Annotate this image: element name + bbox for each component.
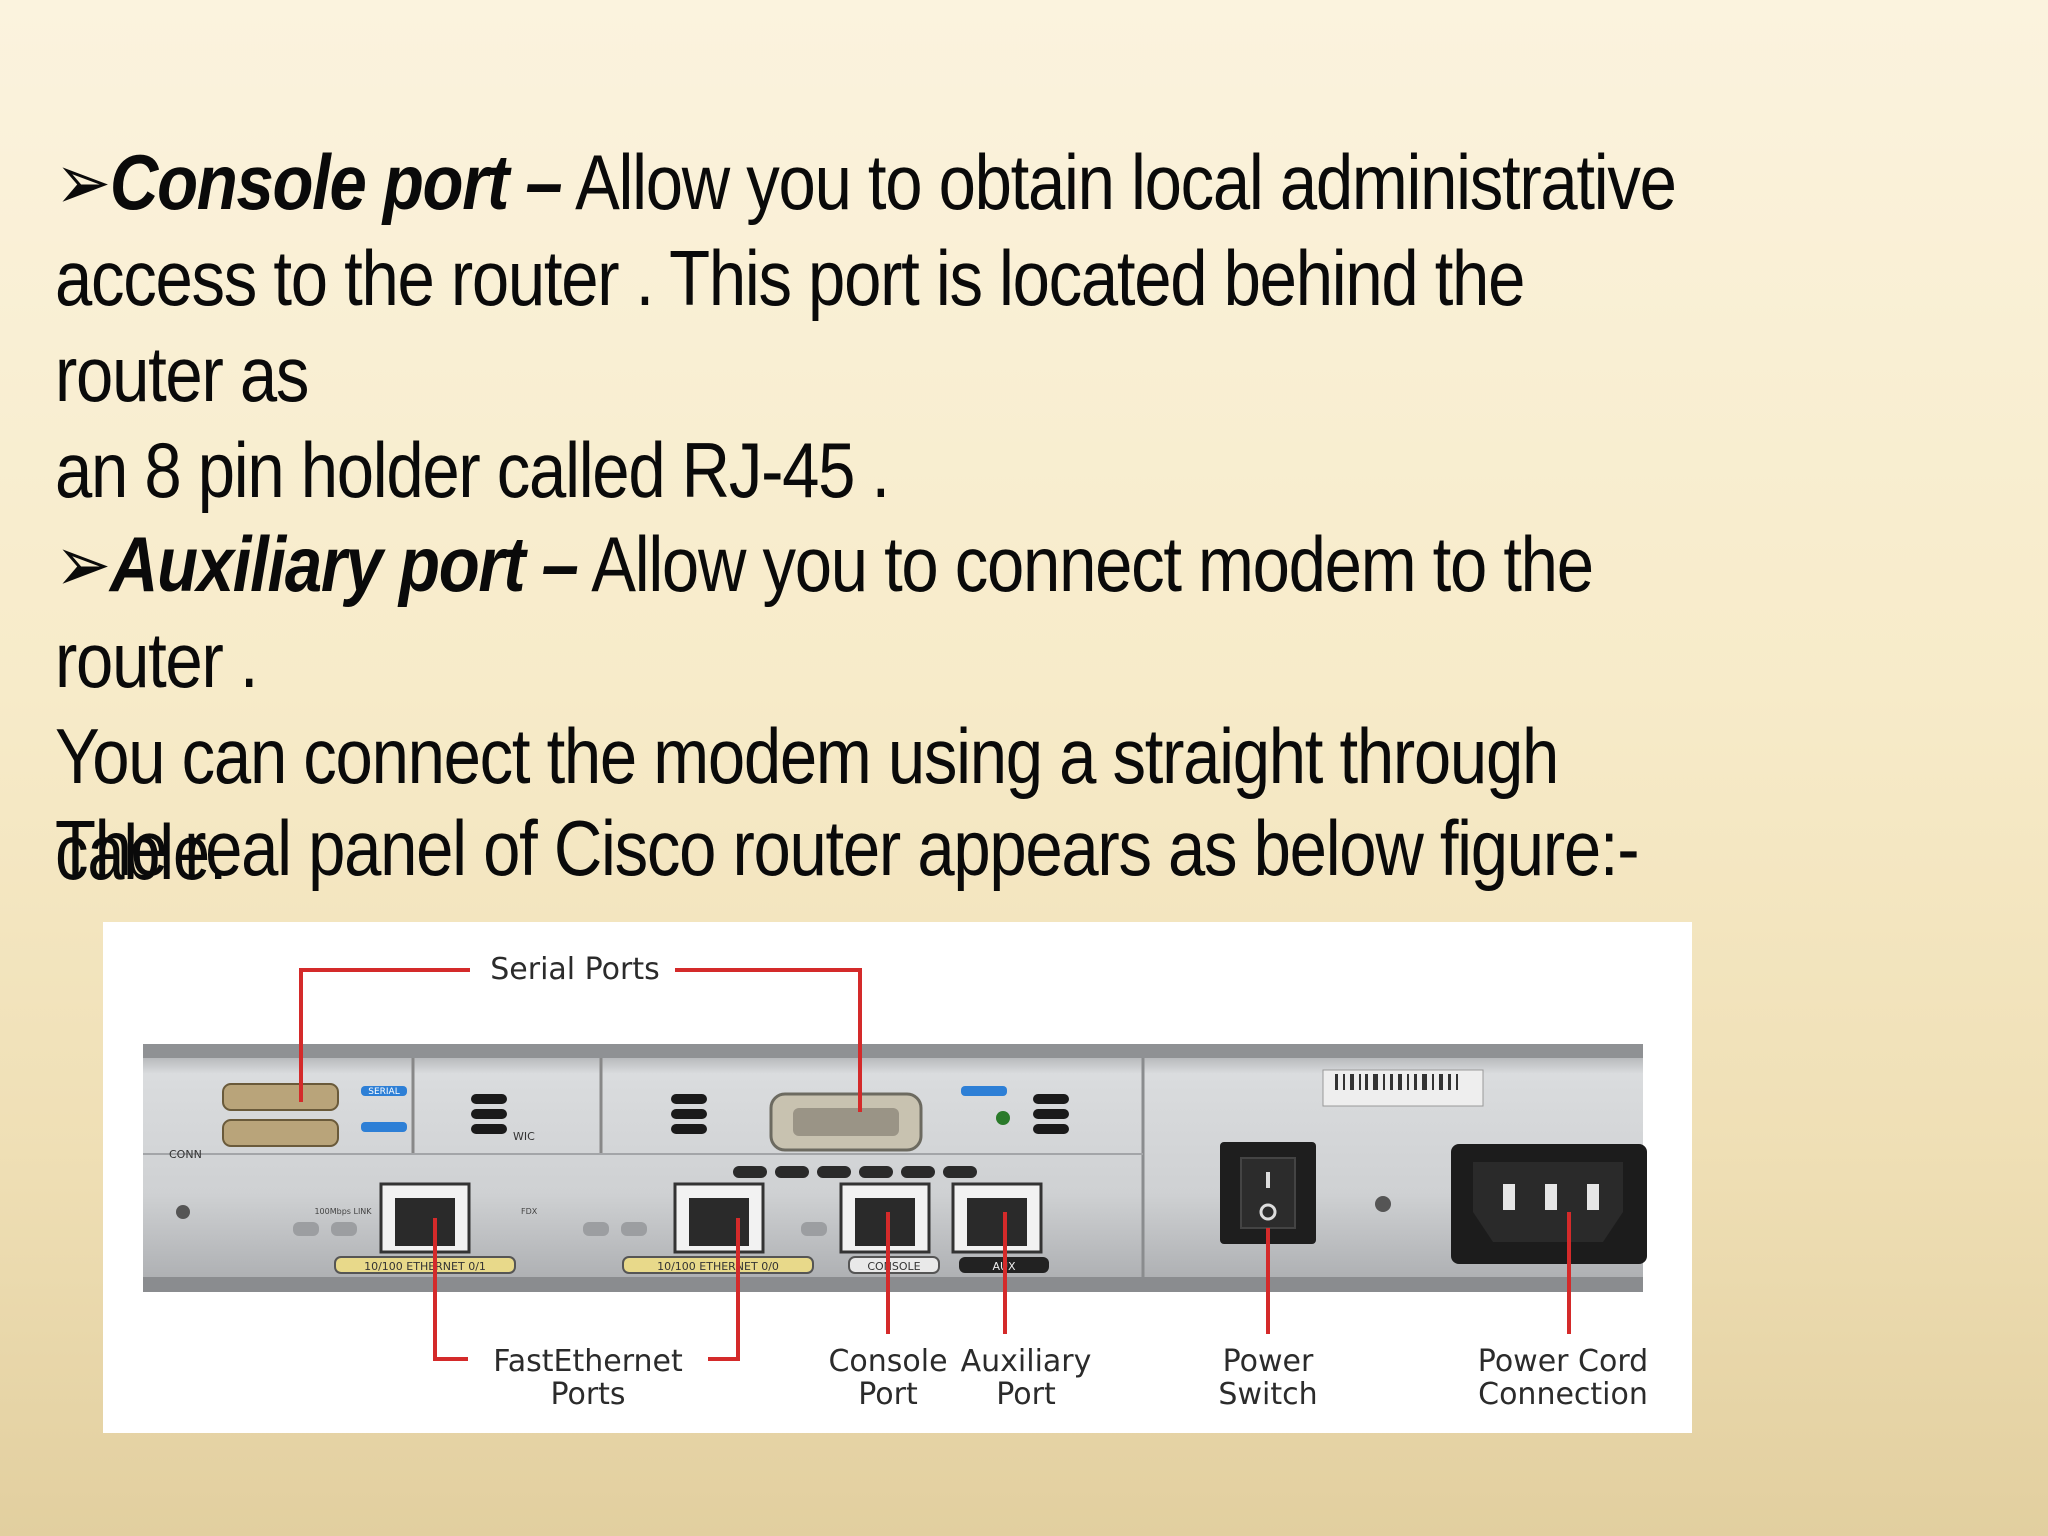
fastethernet-ports-label: FastEthernet Ports: [493, 1344, 683, 1412]
router-rear-panel-figure: 10/100 ETHERNET 0/1 10/100 ETHERNET 0/0 …: [103, 922, 1692, 1433]
serial-panel-text: SERIAL: [368, 1087, 399, 1097]
console-port-line-2: access to the router . This port is loca…: [55, 234, 1525, 418]
power-cord-connection-label: Power Cord Connection: [1477, 1344, 1649, 1412]
console-port-paragraph: ➢Console port – Allow you to obtain loca…: [55, 134, 1689, 518]
router-panel-illustration: 10/100 ETHERNET 0/1 10/100 ETHERNET 0/0 …: [143, 968, 1647, 1361]
conn-panel-text: CONN: [169, 1148, 202, 1161]
console-panel-text: CONSOLE: [867, 1260, 920, 1273]
console-port-term: Console port –: [109, 138, 563, 226]
console-port-line-3: an 8 pin holder called RJ-45 .: [55, 426, 890, 514]
console-port-label: Console Port: [828, 1344, 948, 1412]
auxiliary-port-line-1: ➢Auxiliary port – Allow you to connect m…: [55, 516, 1689, 708]
auxiliary-port-text-1: Allow you to connect modem to the router…: [55, 520, 1594, 704]
power-switch-label: Power Switch: [1218, 1344, 1318, 1412]
eth0-panel-text: 10/100 ETHERNET 0/0: [657, 1260, 779, 1273]
link-panel-text: 100Mbps LINK: [314, 1207, 372, 1216]
callout-leader-lines: [299, 968, 1571, 1361]
auxiliary-port-term: Auxiliary port –: [109, 520, 579, 608]
console-port-text-1: Allow you to obtain local administrative: [561, 138, 1677, 226]
console-port-line-1: ➢Console port – Allow you to obtain loca…: [55, 134, 1689, 230]
auxiliary-port-label: Auxiliary Port: [960, 1344, 1092, 1412]
bullet-arrow-icon: ➢: [55, 520, 111, 608]
serial-port-left: [222, 1083, 339, 1147]
auxiliary-port-line-2: You can connect the modem using a straig…: [55, 712, 1559, 896]
eth1-panel-text: 10/100 ETHERNET 0/1: [364, 1260, 486, 1273]
bullet-arrow-icon: ➢: [55, 138, 111, 226]
serial-ports-label: Serial Ports: [490, 952, 660, 987]
fdx-panel-text: FDX: [521, 1207, 538, 1216]
wic-panel-text: WIC: [513, 1130, 535, 1143]
figure-caption: The real panel of Cisco router appears a…: [55, 804, 1640, 892]
auxiliary-port-paragraph: ➢Auxiliary port – Allow you to connect m…: [55, 516, 1689, 900]
